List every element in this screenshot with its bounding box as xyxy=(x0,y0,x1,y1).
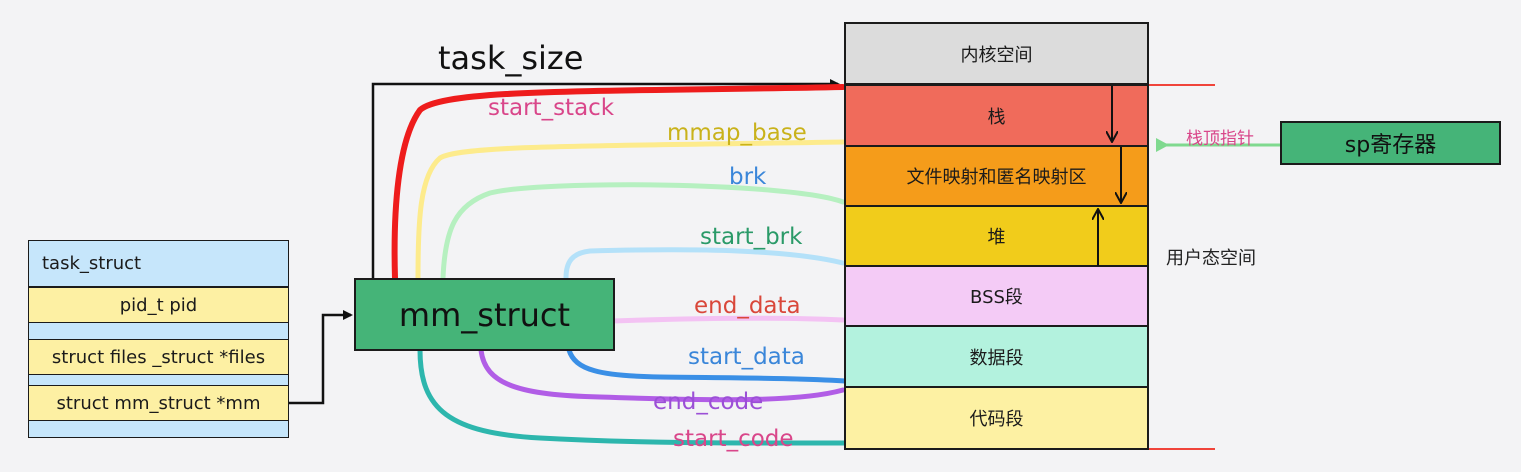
start-code-label: start_code xyxy=(673,426,794,452)
start-brk-curve xyxy=(563,247,846,281)
mmap-label: 文件映射和匿名映射区 xyxy=(906,167,1087,188)
kernel-space-segment: 内核空间 xyxy=(844,22,1149,85)
task-struct-title: task_struct xyxy=(28,240,289,287)
start-stack-label: start_stack xyxy=(488,95,615,121)
files-field-label: struct files _struct *files xyxy=(51,346,266,368)
task-size-label: task_size xyxy=(438,39,584,77)
mm-field-label: struct mm_struct *mm xyxy=(56,392,261,414)
data-label: 数据段 xyxy=(969,347,1024,369)
sp-arrow-label: 栈顶指针 xyxy=(1186,129,1254,149)
mmap-base-label: mmap_base xyxy=(667,120,807,146)
stack-segment: 栈 xyxy=(844,84,1149,147)
task-size-connector xyxy=(371,79,840,278)
mmap-segment: 文件映射和匿名映射区 xyxy=(844,145,1149,207)
task-struct-title-label: task_struct xyxy=(42,253,142,274)
bss-label: BSS段 xyxy=(970,287,1023,308)
task-struct-field-pid: pid_t pid xyxy=(28,287,289,323)
end-code-label: end_code xyxy=(653,389,764,415)
bss-segment: BSS段 xyxy=(844,265,1149,327)
task-struct-field-mm: struct mm_struct *mm xyxy=(28,385,289,421)
brk-label: brk xyxy=(729,164,767,190)
data-segment: 数据段 xyxy=(844,325,1149,388)
kernel-space-label: 内核空间 xyxy=(960,44,1033,66)
code-label: 代码段 xyxy=(969,409,1024,430)
pid-field-label: pid_t pid xyxy=(119,294,198,316)
heap-segment: 堆 xyxy=(844,205,1149,267)
start-brk-label: start_brk xyxy=(700,224,803,250)
brk-curve xyxy=(440,182,846,281)
mm-struct-box: mm_struct xyxy=(354,278,615,351)
user-space-label: 用户态空间 xyxy=(1166,248,1256,269)
task-struct-field-files: struct files _struct *files xyxy=(28,339,289,375)
end-code-curve xyxy=(478,347,846,403)
sp-register-box: sp寄存器 xyxy=(1280,121,1501,165)
sp-register-label: sp寄存器 xyxy=(1344,133,1437,158)
mm-struct-label: mm_struct xyxy=(398,295,571,334)
end-data-label: end_data xyxy=(694,293,801,319)
mm-pointer-arrow xyxy=(289,310,353,405)
start-code-curve xyxy=(417,347,848,446)
end-data-curve xyxy=(609,315,846,324)
start-data-label: start_data xyxy=(688,344,805,370)
start-data-curve xyxy=(566,347,848,384)
stack-label: 栈 xyxy=(987,106,1006,128)
start-stack-curve xyxy=(391,84,846,281)
code-segment: 代码段 xyxy=(844,386,1149,450)
heap-label: 堆 xyxy=(987,227,1006,248)
mmap-base-curve xyxy=(415,139,846,281)
